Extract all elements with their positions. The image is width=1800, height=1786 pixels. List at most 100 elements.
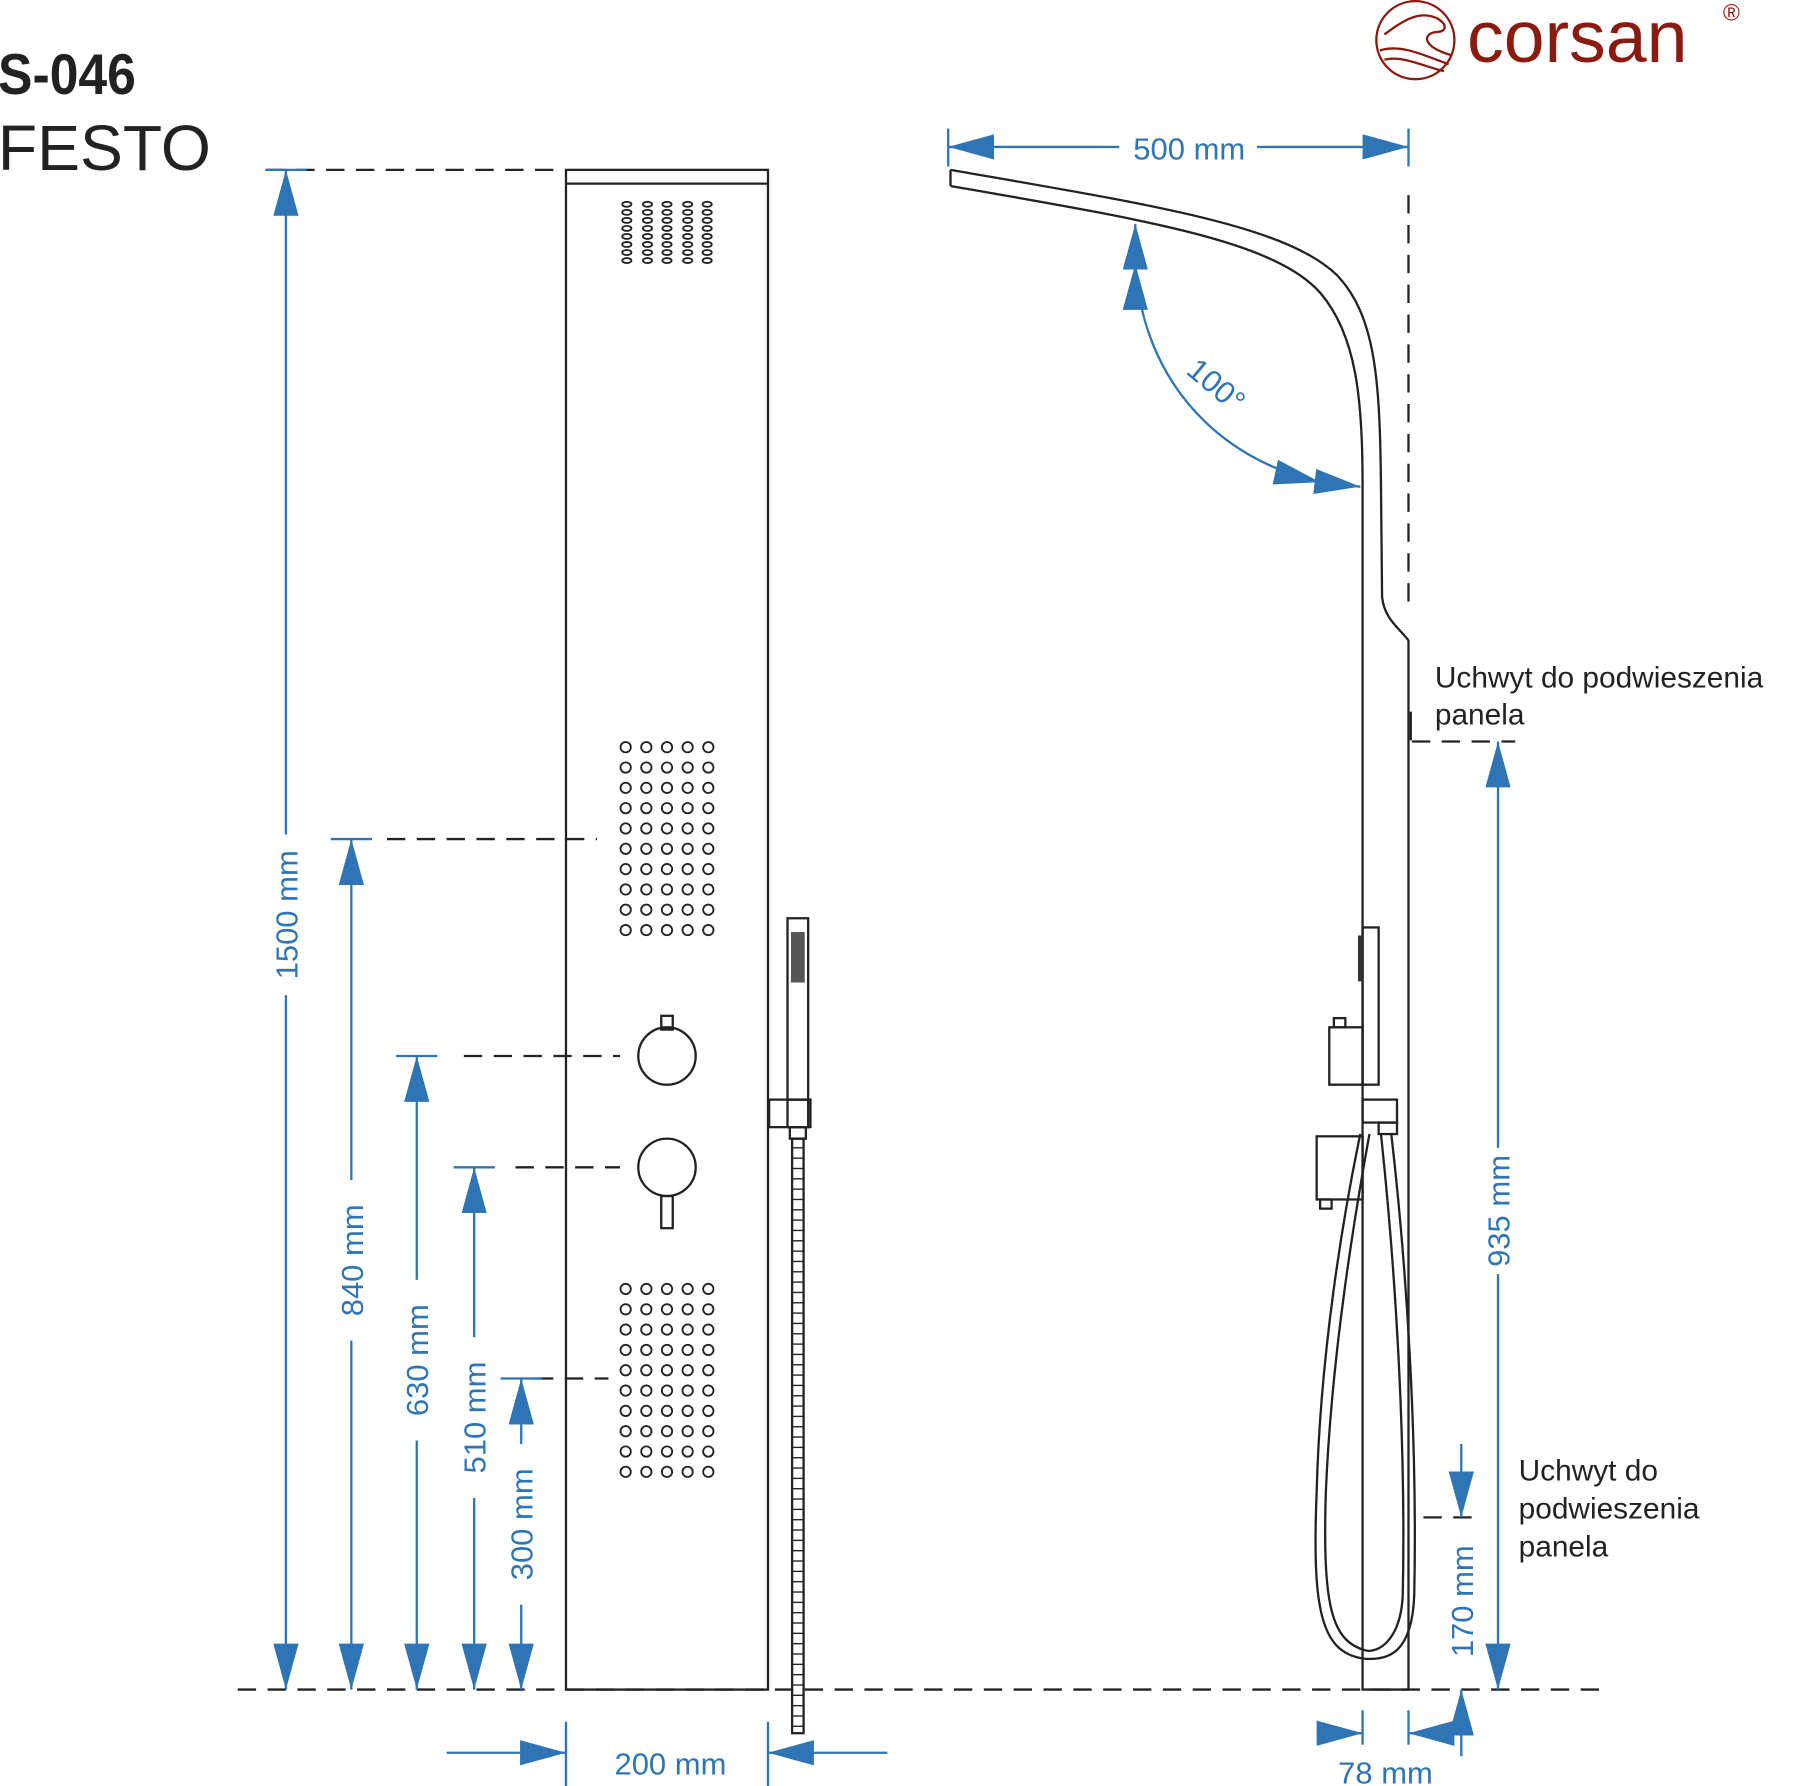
jet <box>681 883 694 896</box>
nozzle <box>682 216 694 224</box>
nozzle <box>701 257 713 264</box>
jet <box>702 802 715 815</box>
nozzle <box>701 224 713 232</box>
jet <box>702 923 715 937</box>
nozzle <box>641 257 653 264</box>
lower-hanger-note-1: Uchwyt do <box>1519 1455 1658 1488</box>
nozzle <box>661 208 673 216</box>
nozzle <box>682 208 694 216</box>
nozzle <box>621 249 633 256</box>
jet <box>640 1282 653 1296</box>
jet <box>640 1323 653 1336</box>
jet <box>660 741 674 754</box>
jet <box>660 1404 674 1417</box>
head-angle-label: 100° <box>1180 351 1252 419</box>
jet <box>619 1343 632 1357</box>
jet <box>640 1465 653 1478</box>
jet <box>702 822 715 835</box>
panel-depth-dimension: 78 mm <box>1316 1710 1456 1786</box>
upper-knob <box>637 1014 697 1086</box>
jet <box>660 1465 674 1478</box>
lower-hanger-note-2: podwieszenia <box>1519 1493 1700 1526</box>
jet <box>681 761 694 774</box>
jet <box>660 842 674 855</box>
jet <box>681 741 694 754</box>
jet <box>681 1384 694 1397</box>
jet <box>702 781 715 794</box>
head-angle-dimension: 100° <box>1122 223 1361 495</box>
total-height-dimension: 1500 mm <box>265 168 307 1690</box>
jet <box>681 1425 694 1438</box>
jet <box>619 741 632 754</box>
jet <box>619 781 632 794</box>
jet <box>702 863 715 876</box>
jet <box>619 822 632 835</box>
jet <box>660 903 674 916</box>
lower-hanger-note-3: panela <box>1519 1530 1609 1563</box>
jet <box>619 1364 632 1377</box>
total-height-label: 1500 mm <box>269 850 304 979</box>
jet <box>702 761 715 774</box>
jet <box>681 1282 694 1296</box>
jet <box>619 1404 632 1417</box>
nozzle <box>682 241 694 248</box>
jet <box>660 1343 674 1357</box>
jet <box>702 1425 715 1438</box>
jet <box>681 781 694 794</box>
panel-width-dimension: 200 mm <box>446 1721 888 1786</box>
side-view <box>949 168 1416 1691</box>
rain-nozzles <box>621 200 713 264</box>
nozzle <box>661 249 673 256</box>
nozzle <box>701 249 713 256</box>
lower-jets-height-dimension: 300 mm <box>500 1377 542 1690</box>
nozzle <box>621 257 633 264</box>
jet <box>681 1404 694 1417</box>
jet <box>702 1343 715 1357</box>
jet <box>640 903 653 916</box>
lower-jets-height-label: 300 mm <box>505 1468 540 1580</box>
upper-knob-height-label: 630 mm <box>400 1304 435 1416</box>
model-name: FESTO <box>0 112 211 184</box>
panel-width-label: 200 mm <box>614 1747 726 1782</box>
jet <box>619 1323 632 1336</box>
jet <box>702 842 715 855</box>
jet <box>640 1343 653 1357</box>
nozzle <box>621 241 633 248</box>
jet <box>640 1425 653 1438</box>
nozzle <box>641 233 653 240</box>
nozzle <box>621 200 633 208</box>
lower-body-jets <box>619 1282 715 1478</box>
jet <box>702 741 715 754</box>
nozzle <box>661 233 673 240</box>
jet <box>702 903 715 916</box>
jet <box>619 842 632 855</box>
jet <box>619 802 632 815</box>
nozzle <box>661 216 673 224</box>
jet <box>619 923 632 937</box>
upper-hanger-note-2: panela <box>1435 698 1525 731</box>
jet <box>640 883 653 896</box>
nozzle <box>641 224 653 232</box>
jet <box>681 802 694 815</box>
jet <box>660 822 674 835</box>
nozzle <box>641 208 653 216</box>
lower-knob <box>637 1137 697 1230</box>
jet <box>660 1364 674 1377</box>
nozzle <box>682 224 694 232</box>
jet <box>702 1282 715 1296</box>
jet <box>619 1445 632 1458</box>
nozzle <box>682 200 694 208</box>
jet <box>702 1384 715 1397</box>
nozzle <box>701 216 713 224</box>
nozzle <box>621 216 633 224</box>
jet <box>681 1364 694 1377</box>
jet <box>660 923 674 937</box>
jet <box>640 923 653 937</box>
jet <box>640 863 653 876</box>
nozzle <box>661 241 673 248</box>
jet <box>660 1323 674 1336</box>
nozzle <box>621 224 633 232</box>
jet <box>619 1384 632 1397</box>
nozzle <box>701 208 713 216</box>
